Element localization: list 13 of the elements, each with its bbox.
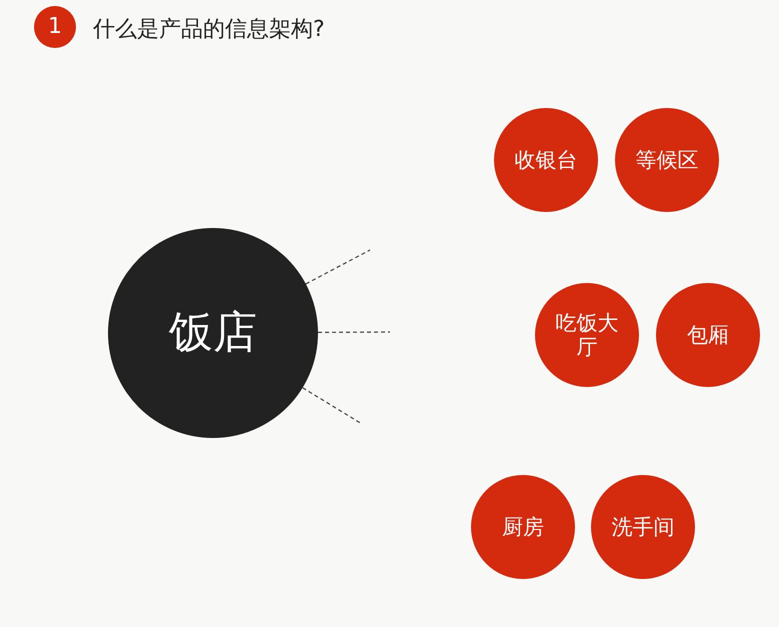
node-label: 收银台 [514, 148, 578, 172]
node-label: 包厢 [687, 322, 729, 348]
dashed-line [318, 331, 390, 333]
node-label: 厨房 [502, 514, 544, 540]
dashed-line [306, 249, 370, 284]
dashed-line [302, 387, 362, 425]
node-label: 等候区 [636, 148, 698, 172]
node-label: 饭店 [169, 308, 257, 358]
node-label: 洗手间 [612, 514, 674, 540]
title: 什么是产品的信息架构? [93, 16, 325, 44]
node-label: 吃饭大厅 [554, 310, 620, 360]
number-badge [34, 6, 76, 48]
node-label: 1 [48, 14, 62, 40]
